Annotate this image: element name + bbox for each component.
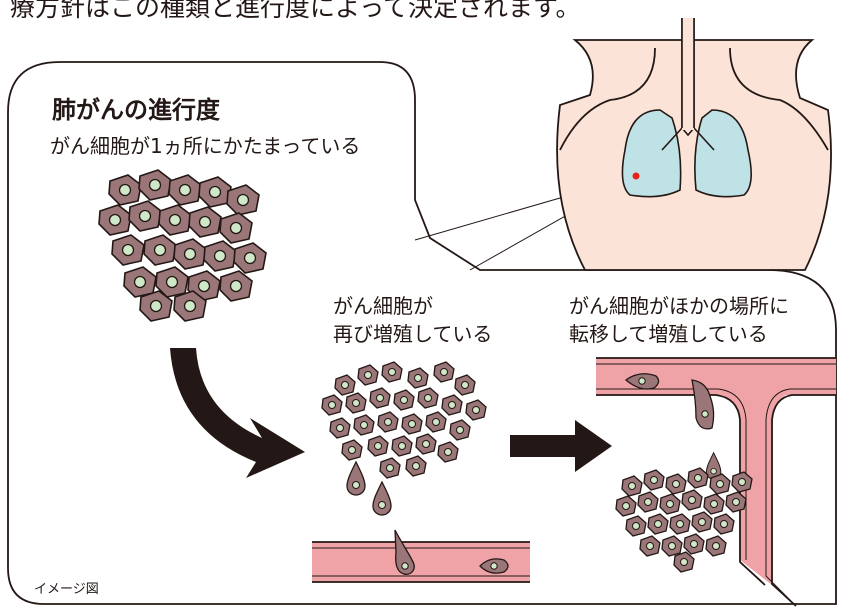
torso-illustration [557,18,831,270]
stage2-label-line2: 再び増殖している [333,320,492,348]
stage2-label-line1: がん細胞が [333,292,492,320]
tumor-dot [633,173,640,180]
image-note: イメージ図 [34,578,99,597]
straight-arrow [510,420,612,472]
stage2-label: がん細胞が 再び増殖している [333,292,492,348]
curved-arrow [170,348,305,478]
diagram-title: 肺がんの進行度 [52,90,220,125]
stage3-label-line2: 転移して増殖している [569,320,789,348]
blood-vessel-stage2 [312,530,530,582]
intro-text: 療方針はこの種類と進行度によって決定されます。 [10,0,581,24]
stage1-label: がん細胞が1ヵ所にかたまっている [50,132,360,160]
stage3-label-line1: がん細胞がほかの場所に [569,292,789,320]
stage3-label: がん細胞がほかの場所に 転移して増殖している [569,292,789,348]
cell-cluster-stage2 [322,362,486,515]
cell-cluster-stage1 [99,170,266,321]
cell-cluster-stage3 [616,468,752,572]
